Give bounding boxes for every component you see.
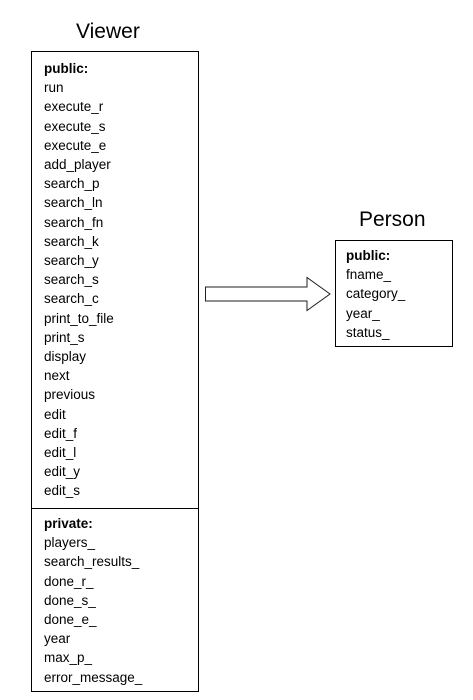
person-public-member: fname_ <box>346 267 392 283</box>
viewer-class-title: Viewer <box>76 20 140 43</box>
viewer-public-member: search_y <box>44 253 99 269</box>
viewer-public-member: edit_f <box>44 425 78 441</box>
viewer-public-member: edit <box>44 406 66 422</box>
viewer-private-member: players_ <box>44 535 96 551</box>
person-public-member: category_ <box>346 286 406 302</box>
viewer-public-heading: public: <box>44 61 89 76</box>
person-public-section: public: fname_ category_ year_ status_ <box>336 241 452 346</box>
viewer-public-member: edit_y <box>44 464 81 480</box>
viewer-public-member: run <box>44 80 64 96</box>
viewer-private-member: done_r_ <box>44 573 94 589</box>
viewer-private-heading: private: <box>44 516 93 531</box>
person-public-member: year_ <box>346 305 380 321</box>
viewer-private-member: max_p_ <box>44 650 93 666</box>
viewer-public-member: search_k <box>44 233 99 249</box>
viewer-public-member: search_fn <box>44 214 104 230</box>
person-public-member: status_ <box>346 324 390 340</box>
viewer-public-member: edit_s <box>44 483 81 499</box>
viewer-public-member: search_s <box>44 272 99 288</box>
viewer-private-member: error_message_ <box>44 669 143 685</box>
viewer-private-member: search_results_ <box>44 554 140 570</box>
viewer-public-member: edit_l <box>44 445 77 461</box>
viewer-public-member: previous <box>44 387 96 403</box>
person-public-heading: public: <box>346 248 391 263</box>
association-arrow-shape <box>205 276 331 312</box>
viewer-private-member: done_s_ <box>44 592 96 608</box>
viewer-private-members: players_ search_results_ done_r_ done_s_don… <box>44 533 198 687</box>
viewer-public-member: display <box>44 349 87 365</box>
viewer-private-section: private: players_ search_results_ done_r_d… <box>32 509 198 691</box>
viewer-public-member: search_c <box>44 291 99 307</box>
person-class-title: Person <box>359 208 426 231</box>
viewer-public-member: add_player <box>44 157 111 173</box>
viewer-public-member: next <box>44 368 70 384</box>
viewer-public-member: execute_s <box>44 118 106 134</box>
association-arrow <box>205 276 331 312</box>
viewer-private-member: year <box>44 631 71 647</box>
viewer-public-member: print_s <box>44 329 85 345</box>
viewer-public-member: execute_r <box>44 99 104 115</box>
viewer-public-member: search_ln <box>44 195 103 211</box>
viewer-public-member: execute_e <box>44 137 107 153</box>
viewer-public-members: run execute_r execute_s execute_e add_player… <box>44 78 198 500</box>
person-class-box: public: fname_ category_ year_ status_ <box>335 240 453 347</box>
viewer-public-member: print_to_file <box>44 310 114 326</box>
viewer-private-member: done_e_ <box>44 612 97 628</box>
viewer-public-member: search_p <box>44 176 100 192</box>
person-public-members: fname_ category_ year_ status_ <box>346 265 452 342</box>
